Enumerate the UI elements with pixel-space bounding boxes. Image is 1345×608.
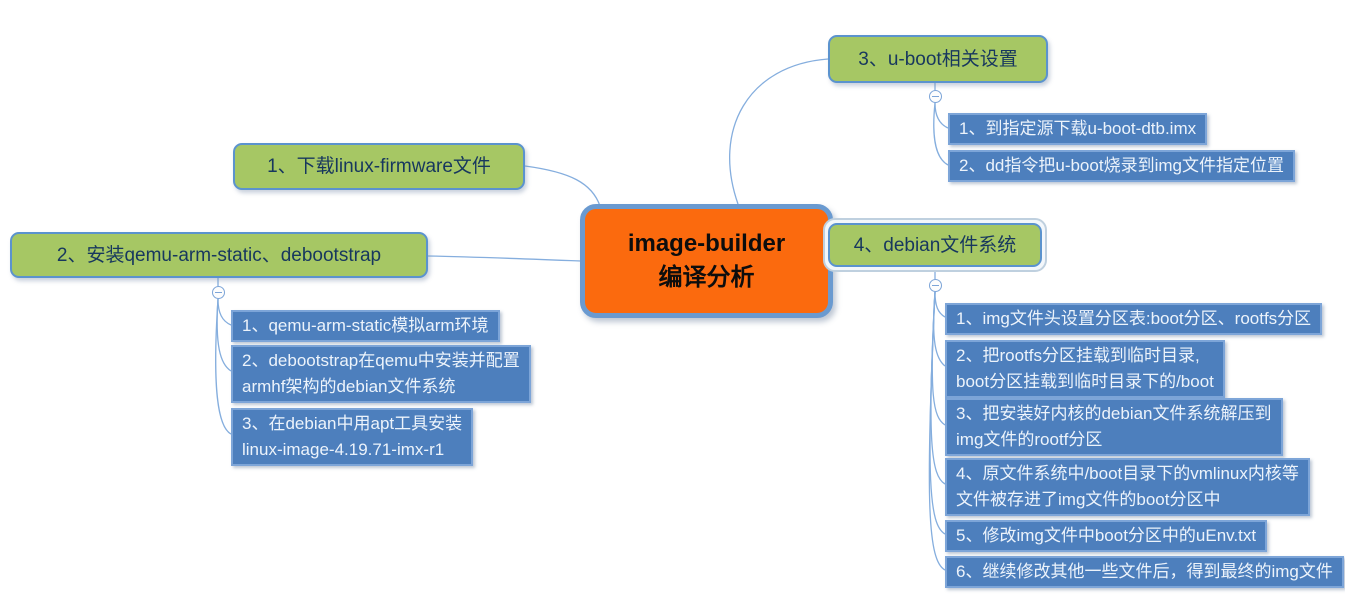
subtopic[interactable]: 2、debootstrap在qemu中安装并配置 armhf架构的debian文… <box>231 345 531 403</box>
collapse-button-branch-3[interactable] <box>929 90 942 103</box>
connector <box>934 102 949 129</box>
connector <box>929 291 946 535</box>
minus-icon <box>932 285 939 286</box>
subtopic[interactable]: 5、修改img文件中boot分区中的uEnv.txt <box>945 520 1268 552</box>
connector <box>934 291 946 318</box>
subtopic-label: 2、dd指令把u-boot烧录到img文件指定位置 <box>959 156 1284 175</box>
subtopic[interactable]: 4、原文件系统中/boot目录下的vmlinux内核等 文件被存进了img文件的… <box>945 458 1310 516</box>
branch-topic-debian-fs[interactable]: 4、debian文件系统 <box>828 223 1042 267</box>
branch-topic-uboot[interactable]: 3、u-boot相关设置 <box>828 35 1048 83</box>
minus-icon <box>215 292 222 293</box>
collapse-button-branch-2[interactable] <box>212 286 225 299</box>
subtopic-label: 1、img文件头设置分区表:boot分区、rootfs分区 <box>956 309 1312 328</box>
subtopic-label: 6、继续修改其他一些文件后，得到最终的img文件 <box>956 562 1333 581</box>
branch-topic-label: 2、安装qemu-arm-static、debootstrap <box>56 244 382 266</box>
minus-icon <box>932 96 939 97</box>
subtopic[interactable]: 1、img文件头设置分区表:boot分区、rootfs分区 <box>945 303 1323 335</box>
subtopic-label: 4、原文件系统中/boot目录下的vmlinux内核等 文件被存进了img文件的… <box>956 464 1299 509</box>
subtopic[interactable]: 2、把rootfs分区挂载到临时目录, boot分区挂载到临时目录下的/boot <box>945 340 1225 398</box>
branch-topic-label: 3、u-boot相关设置 <box>858 48 1018 70</box>
branch-topic-label: 1、下载linux-firmware文件 <box>267 156 491 177</box>
connector <box>729 58 829 205</box>
subtopic-label: 3、把安装好内核的debian文件系统解压到 img文件的rootf分区 <box>956 404 1272 449</box>
connector <box>427 255 582 262</box>
branch-topic-qemu-debootstrap[interactable]: 2、安装qemu-arm-static、debootstrap <box>10 232 428 278</box>
subtopic[interactable]: 1、qemu-arm-static模拟arm环境 <box>231 310 500 342</box>
central-topic[interactable]: image-builder 编译分析 <box>580 204 833 318</box>
subtopic[interactable]: 1、到指定源下载u-boot-dtb.imx <box>948 113 1208 145</box>
connector <box>933 102 949 166</box>
subtopic-label: 2、debootstrap在qemu中安装并配置 armhf架构的debian文… <box>242 351 520 396</box>
subtopic-label: 2、把rootfs分区挂载到临时目录, boot分区挂载到临时目录下的/boot <box>956 346 1214 391</box>
subtopic-label: 1、到指定源下载u-boot-dtb.imx <box>959 119 1197 138</box>
central-topic-title-line1: image-builder <box>627 230 786 257</box>
subtopic[interactable]: 6、继续修改其他一些文件后，得到最终的img文件 <box>945 556 1344 588</box>
subtopic[interactable]: 3、把安装好内核的debian文件系统解压到 img文件的rootf分区 <box>945 398 1283 456</box>
connector <box>928 291 946 571</box>
subtopic[interactable]: 2、dd指令把u-boot烧录到img文件指定位置 <box>948 150 1295 182</box>
branch-topic-linux-firmware[interactable]: 1、下载linux-firmware文件 <box>233 143 525 190</box>
branch-topic-label: 4、debian文件系统 <box>853 234 1017 256</box>
connector <box>215 298 232 435</box>
central-topic-title-line2: 编译分析 <box>658 264 755 291</box>
subtopic-label: 5、修改img文件中boot分区中的uEnv.txt <box>956 526 1257 545</box>
collapse-button-branch-4[interactable] <box>929 279 942 292</box>
subtopic[interactable]: 3、在debian中用apt工具安装 linux-image-4.19.71-i… <box>231 408 474 466</box>
branch4-selection-ring: 4、debian文件系统 <box>823 218 1047 272</box>
subtopic-label: 3、在debian中用apt工具安装 linux-image-4.19.71-i… <box>242 414 463 459</box>
connector <box>217 298 232 326</box>
connector <box>524 165 601 207</box>
subtopic-label: 1、qemu-arm-static模拟arm环境 <box>242 316 489 335</box>
